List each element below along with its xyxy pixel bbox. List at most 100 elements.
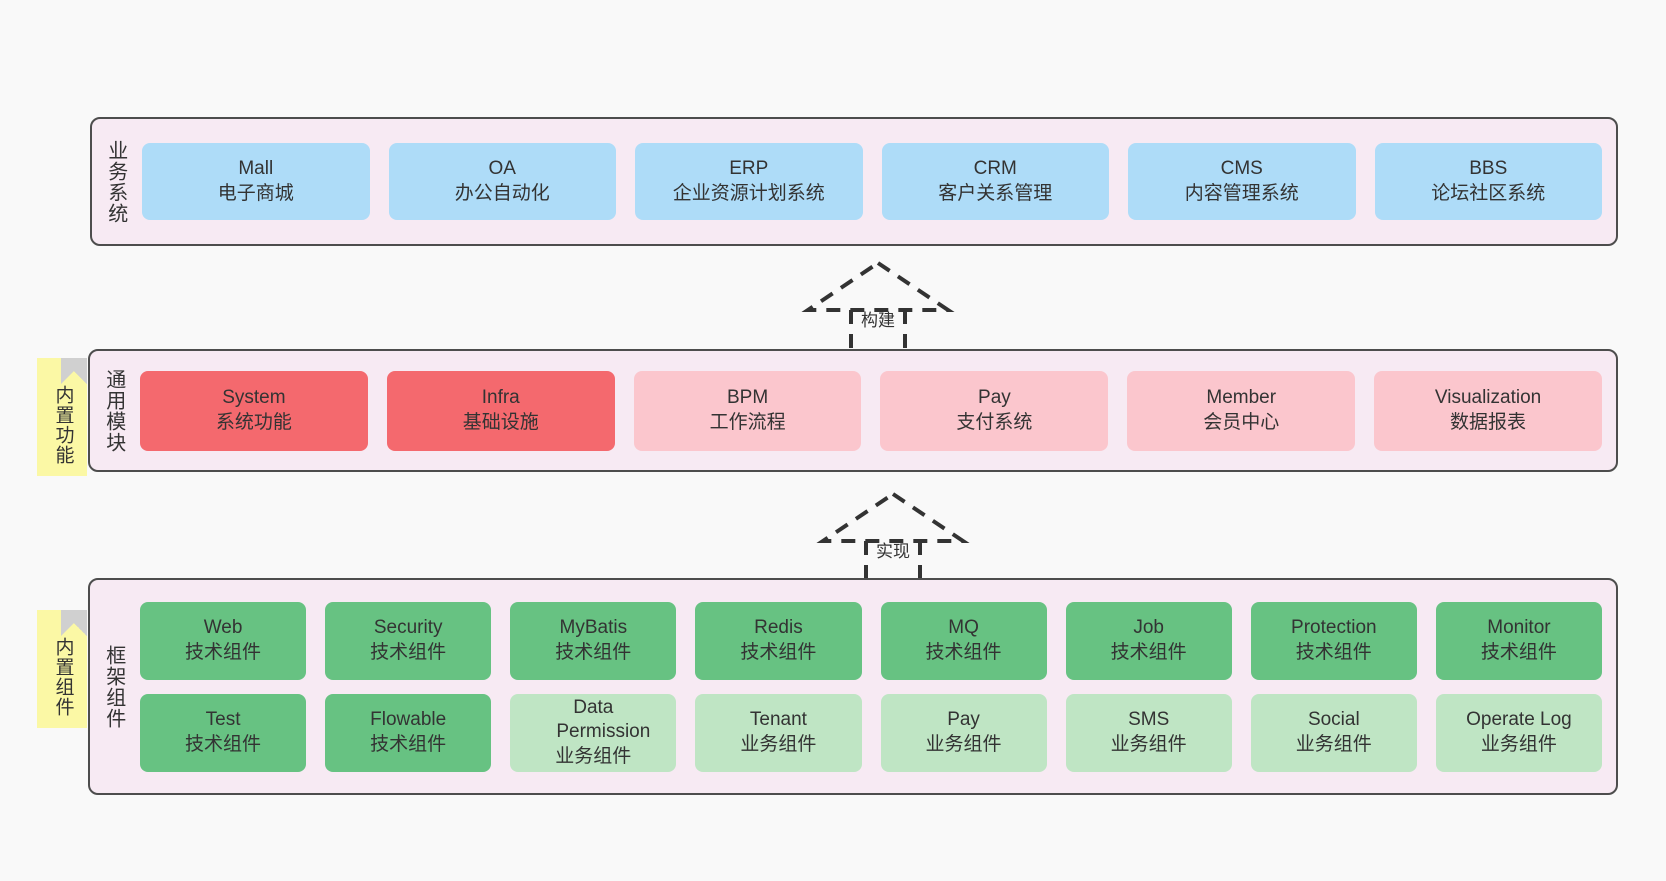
- card-monitor[interactable]: Monitor 技术组件: [1435, 601, 1602, 680]
- card-mq[interactable]: MQ 技术组件: [880, 601, 1047, 680]
- card-erp-en: ERP: [729, 158, 769, 180]
- card-oa-en: OA: [488, 158, 516, 180]
- layer-business-system: 业务系统 Mall 电子商城 OA 办公自动化 ERP 企业资源计划系统 CRM…: [90, 117, 1618, 246]
- card-job-en: Job: [1133, 617, 1164, 639]
- framework-tech-row: Web 技术组件 Security 技术组件 MyBatis 技术组件 Redi…: [140, 601, 1602, 680]
- note-builtin-features-label: 内置功能: [52, 385, 74, 465]
- note-builtin-components: 内置组件: [37, 610, 87, 728]
- connector-implement: 实现: [816, 489, 970, 584]
- framework-business-row: Test 技术组件 Flowable 技术组件 Data Permission …: [140, 693, 1602, 772]
- card-infra[interactable]: Infra 基础设施: [386, 370, 615, 451]
- card-flowable[interactable]: Flowable 技术组件: [325, 693, 492, 772]
- card-system-cn: 系统功能: [215, 411, 292, 433]
- card-sms-cn: 业务组件: [1110, 733, 1187, 755]
- card-operate-log-cn: 业务组件: [1480, 733, 1557, 755]
- common-card-row: System 系统功能 Infra 基础设施 BPM 工作流程 Pay 支付系统…: [140, 370, 1602, 451]
- card-data-permission[interactable]: Data Permission 业务组件: [510, 693, 677, 772]
- card-flowable-en: Flowable: [370, 709, 447, 731]
- layer-common-module-body: System 系统功能 Infra 基础设施 BPM 工作流程 Pay 支付系统…: [136, 351, 1616, 470]
- note-builtin-features: 内置功能: [37, 358, 87, 476]
- layer-common-module-title: 通用模块: [102, 368, 125, 453]
- card-monitor-en: Monitor: [1487, 617, 1551, 639]
- connector-implement-shape: [816, 491, 970, 584]
- card-cms-en: CMS: [1220, 158, 1263, 180]
- card-operate-log-en: Operate Log: [1466, 709, 1572, 731]
- card-operate-log[interactable]: Operate Log 业务组件: [1435, 693, 1602, 772]
- layer-business-system-body: Mall 电子商城 OA 办公自动化 ERP 企业资源计划系统 CRM 客户关系…: [138, 119, 1616, 244]
- card-tenant[interactable]: Tenant 业务组件: [695, 693, 862, 772]
- card-job-cn: 技术组件: [1110, 641, 1187, 663]
- card-oa[interactable]: OA 办公自动化: [388, 143, 616, 220]
- card-pay-module[interactable]: Pay 支付系统: [880, 370, 1109, 451]
- card-cms[interactable]: CMS 内容管理系统: [1128, 143, 1356, 220]
- card-oa-cn: 办公自动化: [454, 182, 550, 204]
- card-infra-cn: 基础设施: [462, 411, 539, 433]
- card-test-en: Test: [205, 709, 241, 731]
- card-mybatis-en: MyBatis: [559, 617, 628, 639]
- card-mall-cn: 电子商城: [217, 182, 294, 204]
- card-system-en: System: [222, 387, 286, 409]
- card-security-en: Security: [373, 617, 443, 639]
- card-redis-en: Redis: [754, 617, 803, 639]
- card-social[interactable]: Social 业务组件: [1250, 693, 1417, 772]
- card-bbs-cn: 论坛社区系统: [1431, 182, 1546, 204]
- card-sms-en: SMS: [1128, 709, 1170, 731]
- card-mq-en: MQ: [948, 617, 979, 639]
- card-security[interactable]: Security 技术组件: [325, 601, 492, 680]
- card-security-cn: 技术组件: [370, 641, 447, 663]
- card-erp[interactable]: ERP 企业资源计划系统: [635, 143, 863, 220]
- card-protection-cn: 技术组件: [1295, 641, 1372, 663]
- card-web-cn: 技术组件: [185, 641, 262, 663]
- card-data-permission-en: Data Permission: [556, 697, 651, 743]
- card-crm[interactable]: CRM 客户关系管理: [881, 143, 1109, 220]
- card-pay-component[interactable]: Pay 业务组件: [880, 693, 1047, 772]
- card-social-en: Social: [1307, 709, 1360, 731]
- card-erp-cn: 企业资源计划系统: [672, 182, 825, 204]
- card-test[interactable]: Test 技术组件: [140, 693, 307, 772]
- card-system[interactable]: System 系统功能: [140, 370, 368, 451]
- connector-build: 构建: [801, 258, 955, 353]
- connector-build-label: 构建: [861, 311, 895, 330]
- card-job[interactable]: Job 技术组件: [1065, 601, 1232, 680]
- card-web-en: Web: [203, 617, 243, 639]
- layer-common-module: 通用模块 System 系统功能 Infra 基础设施 BPM 工作流程 Pay…: [88, 349, 1618, 472]
- card-pay-component-cn: 业务组件: [925, 733, 1002, 755]
- card-tenant-cn: 业务组件: [740, 733, 817, 755]
- layer-framework-component-body: Web 技术组件 Security 技术组件 MyBatis 技术组件 Redi…: [136, 580, 1616, 793]
- card-mybatis[interactable]: MyBatis 技术组件: [510, 601, 677, 680]
- card-crm-cn: 客户关系管理: [938, 182, 1053, 204]
- card-crm-en: CRM: [973, 158, 1017, 180]
- card-bpm[interactable]: BPM 工作流程: [633, 370, 862, 451]
- card-pay-module-en: Pay: [978, 387, 1011, 409]
- card-redis[interactable]: Redis 技术组件: [695, 601, 862, 680]
- card-social-cn: 业务组件: [1295, 733, 1372, 755]
- card-cms-cn: 内容管理系统: [1184, 182, 1299, 204]
- card-mall-en: Mall: [238, 158, 274, 180]
- card-test-cn: 技术组件: [185, 733, 262, 755]
- business-card-row: Mall 电子商城 OA 办公自动化 ERP 企业资源计划系统 CRM 客户关系…: [142, 143, 1602, 220]
- card-web[interactable]: Web 技术组件: [140, 601, 307, 680]
- layer-business-system-title: 业务系统: [104, 139, 127, 224]
- card-mall[interactable]: Mall 电子商城: [142, 143, 370, 220]
- card-monitor-cn: 技术组件: [1480, 641, 1557, 663]
- card-protection-en: Protection: [1291, 617, 1377, 639]
- card-bbs[interactable]: BBS 论坛社区系统: [1374, 143, 1602, 220]
- card-data-permission-cn: 业务组件: [555, 745, 632, 767]
- note-fold-corner-icon: [61, 358, 87, 384]
- layer-framework-component: 框架组件 Web 技术组件 Security 技术组件 MyBatis 技术组件…: [88, 578, 1618, 795]
- card-member-en: Member: [1206, 387, 1277, 409]
- card-pay-module-cn: 支付系统: [956, 411, 1033, 433]
- card-member-cn: 会员中心: [1203, 411, 1280, 433]
- note-fold-corner-icon-2: [61, 610, 87, 636]
- card-member[interactable]: Member 会员中心: [1127, 370, 1356, 451]
- card-protection[interactable]: Protection 技术组件: [1250, 601, 1417, 680]
- card-visualization-cn: 数据报表: [1450, 411, 1527, 433]
- card-tenant-en: Tenant: [749, 709, 807, 731]
- card-sms[interactable]: SMS 业务组件: [1065, 693, 1232, 772]
- card-bpm-en: BPM: [726, 387, 769, 409]
- card-bbs-en: BBS: [1469, 158, 1508, 180]
- card-visualization-en: Visualization: [1434, 387, 1542, 409]
- layer-framework-component-title: 框架组件: [102, 644, 125, 729]
- card-visualization[interactable]: Visualization 数据报表: [1374, 370, 1602, 451]
